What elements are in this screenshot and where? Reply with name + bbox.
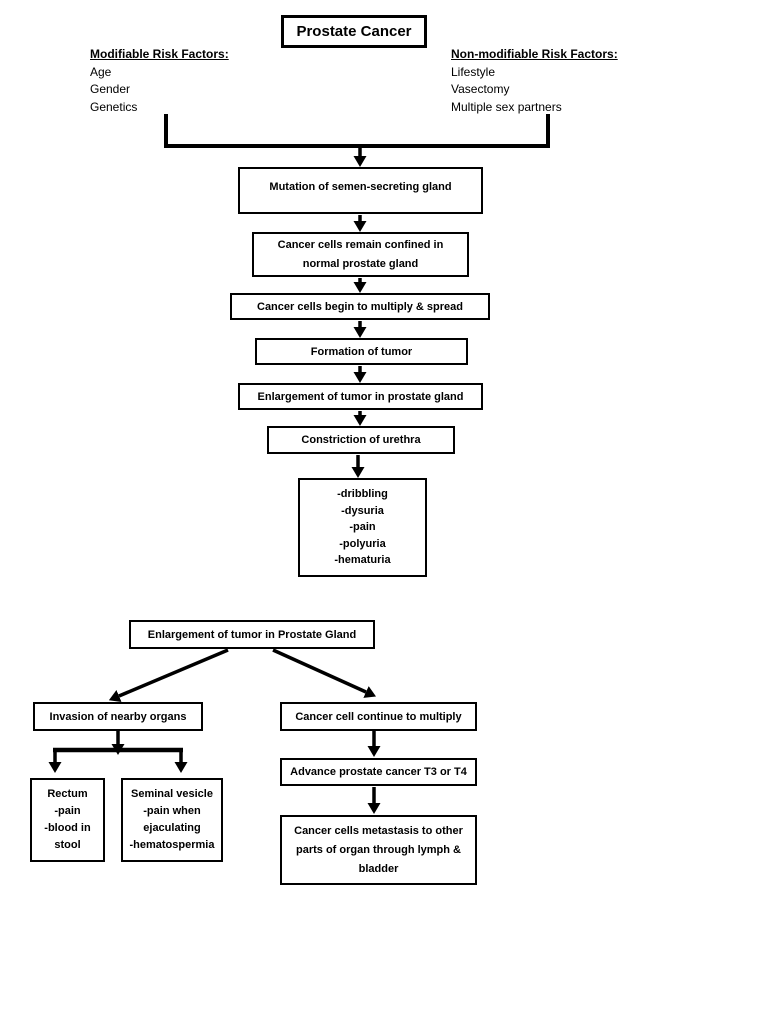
node-label-line: Rectum — [47, 788, 88, 800]
node-seminal-vesicle-symptoms: Seminal vesicle -pain when ejaculating -… — [121, 778, 223, 862]
node-label: Enlargement of tumor in prostate gland — [257, 390, 464, 403]
node-metastasis: Cancer cells metastasis to other parts o… — [280, 815, 477, 885]
arrow-enlarge2-to-continue — [272, 648, 377, 698]
node-tumor-enlargement: Enlargement of tumor in prostate gland — [238, 383, 483, 410]
modifiable-risk-factors: Modifiable Risk Factors: Age Gender Gene… — [90, 46, 229, 116]
node-label-line: -pain when — [143, 805, 201, 817]
node-label: Mutation of semen-secreting gland — [269, 181, 452, 193]
symptom-line: -pain — [349, 521, 376, 534]
risk-item: Lifestyle — [451, 64, 496, 79]
node-rectum-symptoms: Rectum -pain -blood in stool — [30, 778, 105, 862]
node-label: Cancer cell continue to multiply — [295, 710, 462, 723]
risk-item: Age — [90, 64, 112, 79]
non-modifiable-risk-factors: Non-modifiable Risk Factors: Lifestyle V… — [451, 46, 618, 116]
title-box: Prostate Cancer — [281, 15, 427, 48]
node-label-line: parts of organ through lymph & — [296, 843, 461, 856]
node-label: Advance prostate cancer T3 or T4 — [290, 766, 467, 778]
node-urinary-symptoms: -dribbling -dysuria -pain -polyuria -hem… — [298, 478, 427, 577]
node-label: Cancer cells begin to multiply & spread — [257, 300, 463, 313]
symptom-line: -dysuria — [341, 504, 384, 517]
node-cells-confined: Cancer cells remain confined in normal p… — [252, 232, 469, 277]
modifiable-risk-heading: Modifiable Risk Factors: — [90, 47, 229, 61]
node-tumor-formation: Formation of tumor — [255, 338, 468, 365]
page-title: Prostate Cancer — [296, 22, 412, 40]
symptom-line: -polyuria — [339, 537, 386, 550]
node-mutation: Mutation of semen-secreting gland — [238, 167, 483, 214]
arrow-enlarge2-to-invasion — [108, 648, 229, 702]
node-label-line: -pain — [54, 805, 81, 817]
risk-bracket — [164, 114, 550, 148]
symptom-line: -dribbling — [337, 488, 388, 501]
node-label: Invasion of nearby organs — [49, 710, 187, 723]
node-invasion-nearby-organs: Invasion of nearby organs — [33, 702, 203, 731]
node-label-line: stool — [54, 839, 81, 851]
symptom-line: -hematuria — [334, 554, 391, 567]
node-label: Enlargement of tumor in Prostate Gland — [147, 628, 357, 641]
risk-item: Gender — [90, 82, 131, 96]
risk-item: Vasectomy — [451, 82, 510, 96]
node-label-line: Cancer cells metastasis to other — [294, 824, 463, 837]
node-label-line: -hematospermia — [129, 839, 215, 851]
node-tumor-enlargement-2: Enlargement of tumor in Prostate Gland — [129, 620, 375, 649]
node-label-line: bladder — [358, 862, 399, 875]
node-label-line: ejaculating — [143, 822, 201, 834]
node-label-line: Cancer cells remain confined in — [277, 238, 444, 251]
risk-item: Genetics — [90, 99, 138, 114]
node-cells-continue-multiply: Cancer cell continue to multiply — [280, 702, 477, 731]
node-label: Constriction of urethra — [301, 434, 421, 446]
node-label-line: normal prostate gland — [302, 257, 419, 270]
node-label: Formation of tumor — [310, 345, 413, 358]
risk-item: Multiple sex partners — [451, 99, 562, 114]
non-modifiable-risk-heading: Non-modifiable Risk Factors: — [451, 47, 618, 61]
node-label-line: -blood in — [44, 822, 91, 834]
node-advance-cancer-t3-t4: Advance prostate cancer T3 or T4 — [280, 758, 477, 786]
node-urethra-constriction: Constriction of urethra — [267, 426, 455, 454]
node-cells-multiply-spread: Cancer cells begin to multiply & spread — [230, 293, 490, 320]
node-label-line: Seminal vesicle — [131, 788, 213, 800]
